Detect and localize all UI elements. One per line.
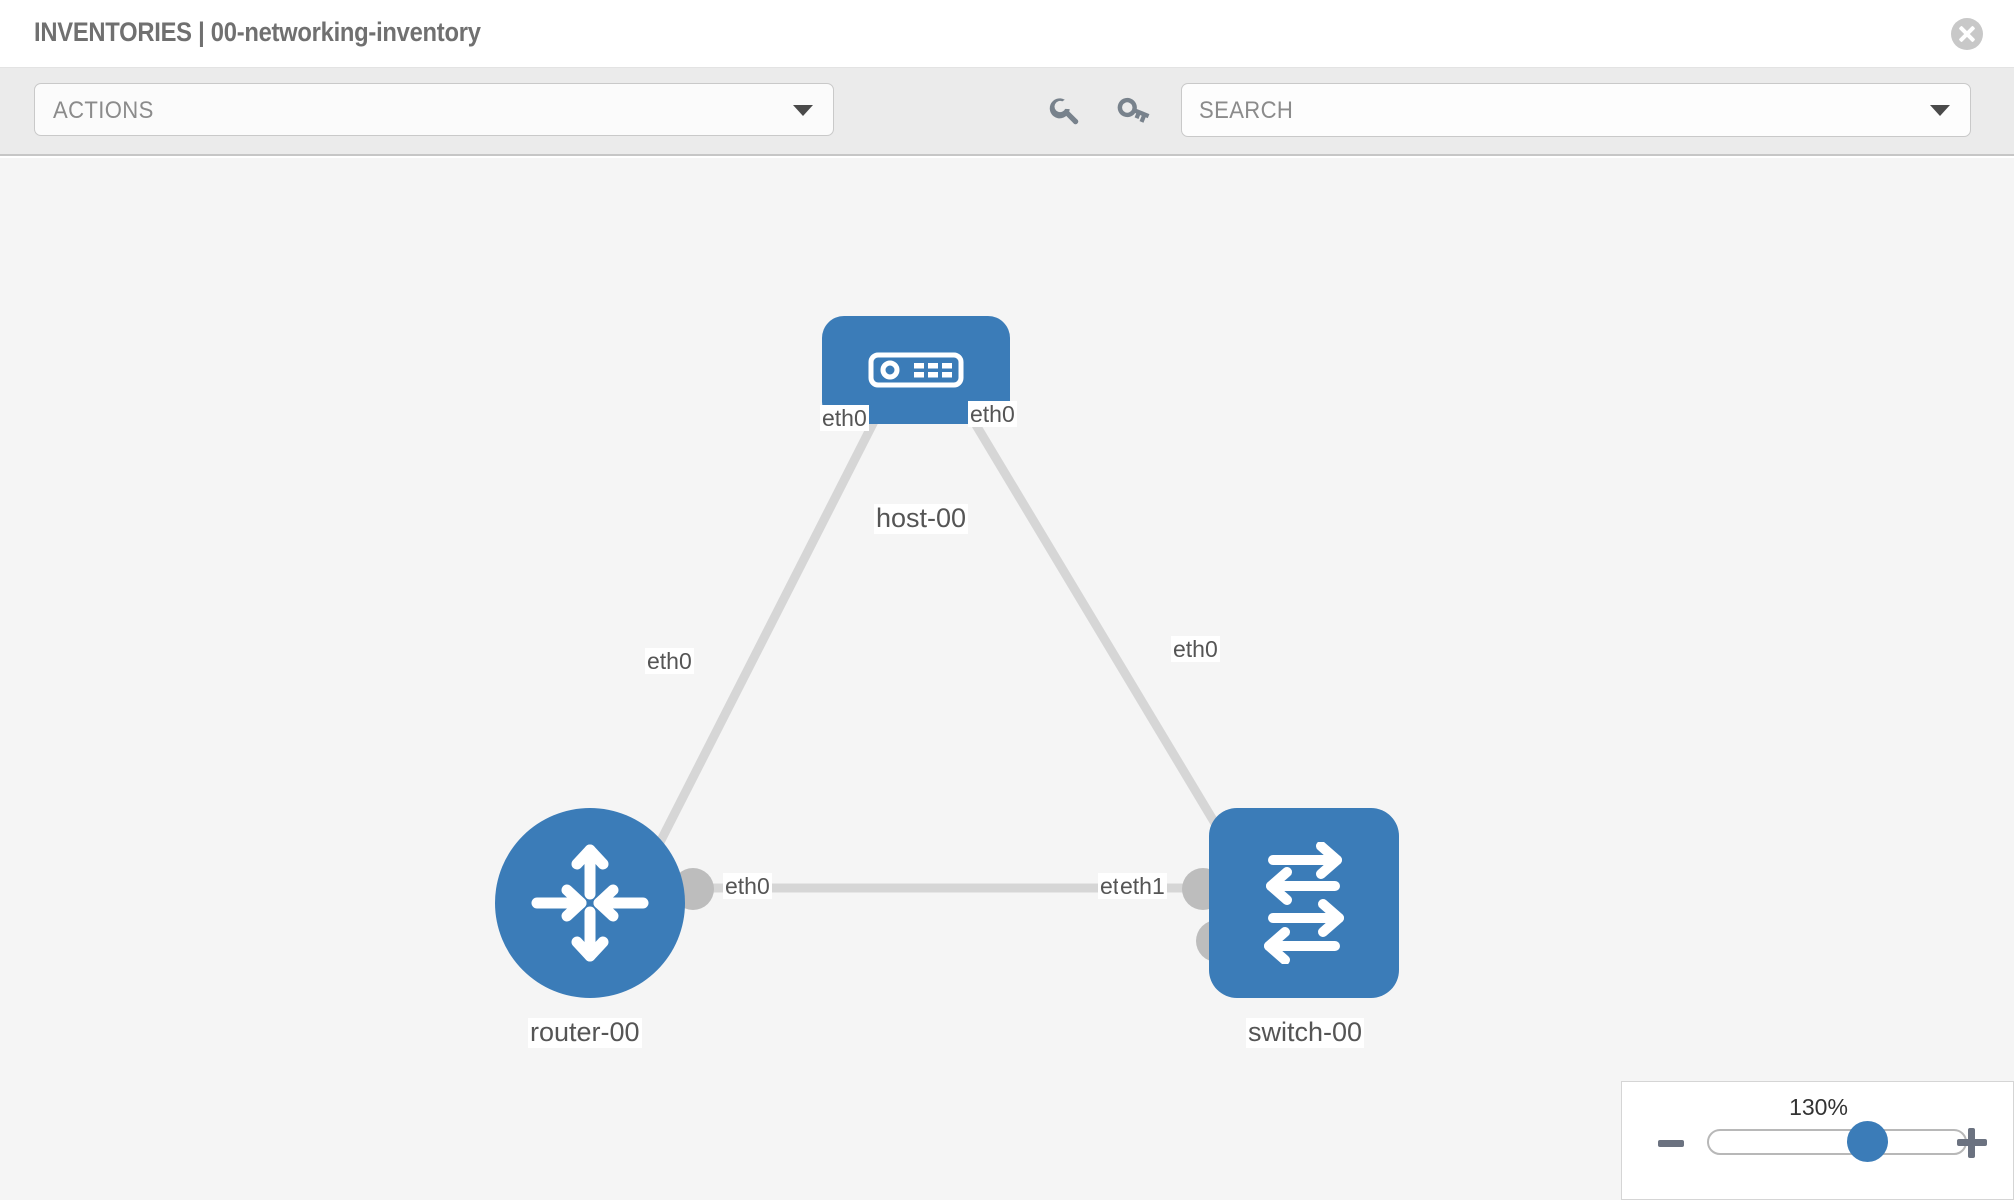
toolbar: ACTIONS [0,68,2014,156]
chevron-down-icon[interactable] [1930,105,1950,116]
switch-arrows-icon [1264,842,1344,964]
if-label-host-right: eth0 [968,401,1017,428]
node-label-router: router-00 [528,1017,642,1048]
close-icon[interactable] [1951,18,1983,50]
topology-canvas[interactable]: host-00 [0,158,2014,1200]
zoom-slider-thumb[interactable] [1847,1121,1888,1162]
wrench-icon[interactable] [1046,92,1086,132]
key-icon[interactable] [1113,92,1153,132]
zoom-slider-track[interactable] [1707,1129,1967,1155]
chevron-down-icon [793,105,813,116]
link-host-router [647,387,895,861]
node-label-switch: switch-00 [1246,1017,1365,1048]
plus-icon[interactable] [1957,1128,1987,1158]
actions-dropdown[interactable]: ACTIONS [34,83,834,136]
page-title: INVENTORIES | 00-networking-inventory [34,17,481,47]
if-label-switch-left-b: eth1 [1118,873,1167,900]
link-host-switch [951,387,1241,863]
zoom-level-label: 130% [1789,1094,1848,1120]
zoom-control: 130% [1621,1081,2014,1200]
node-label-host: host-00 [874,503,969,534]
router-node-shape[interactable] [495,808,685,998]
search-input[interactable]: SEARCH [1181,83,1971,137]
switch-node-shape[interactable] [1209,808,1399,998]
actions-dropdown-label: ACTIONS [53,97,154,124]
server-appliance-icon [868,352,964,388]
topology-links [647,387,1241,893]
router-arrows-icon [531,844,649,962]
search-placeholder: SEARCH [1199,97,1294,124]
if-label-switch-up: eth0 [1171,636,1220,663]
minus-icon[interactable] [1658,1140,1684,1147]
if-label-host-left: eth0 [820,405,869,432]
if-label-router-right: eth0 [723,873,772,900]
page-header: INVENTORIES | 00-networking-inventory [0,0,2014,68]
if-label-router-up: eth0 [645,648,694,675]
